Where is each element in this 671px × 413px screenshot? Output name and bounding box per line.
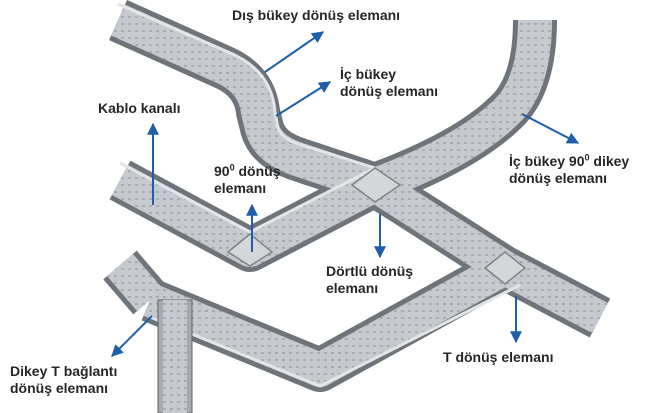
arrow-dis-bukey (264, 31, 324, 73)
vertical-riser (157, 299, 193, 413)
junction-plates (226, 167, 527, 285)
label-dortlu: Dörtlü dönüş elemanı (326, 263, 414, 296)
label-ic-bukey-90: İç bükey 900 dikey dönüş elemanı (509, 152, 630, 186)
label-kablo-kanali: Kablo kanalı (98, 100, 181, 116)
label-dikey-t: Dikey T bağlantı dönüş elemanı (10, 363, 118, 396)
arrow-dikey-t (111, 315, 153, 357)
label-dis-bukey: Dış bükey dönüş elemanı (232, 7, 401, 23)
tray-network (103, 0, 611, 392)
arrows (111, 31, 580, 357)
label-90-donus: 900 dönüş elemanı (214, 162, 281, 196)
arrow-ic-bukey-90 (521, 113, 580, 144)
label-ic-bukey: İç bükey dönüş elemanı (340, 66, 439, 99)
label-t-donus: T dönüş elemanı (443, 349, 554, 365)
arrow-ic-bukey (275, 81, 332, 117)
